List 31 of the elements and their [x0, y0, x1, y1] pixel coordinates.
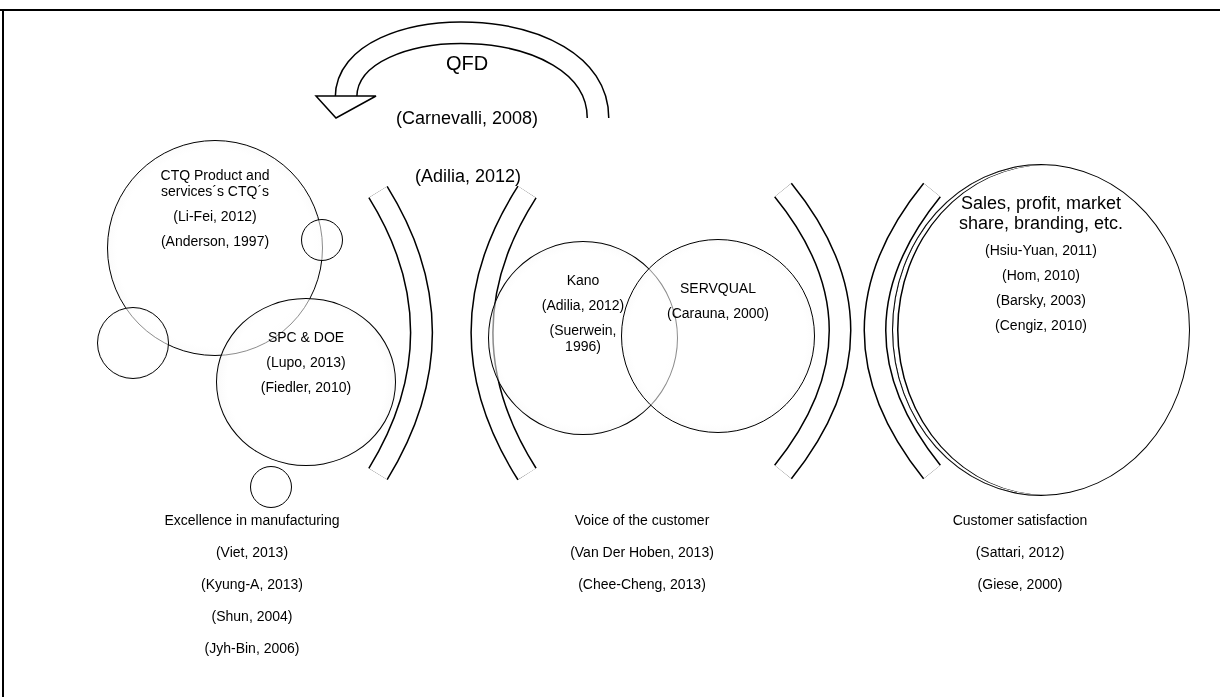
column-heading: Customer satisfaction — [952, 512, 1088, 528]
citation-text: (Chee-Cheng, 2013) — [578, 576, 706, 592]
topic-text: Kano — [566, 272, 600, 288]
citation-text: (Carauna, 2000) — [667, 305, 769, 321]
citation-text: (Fiedler, 2010) — [260, 379, 352, 395]
topic-text: CTQ Product and services´s CTQ´s — [159, 167, 271, 199]
citation-text: (Viet, 2013) — [215, 544, 289, 560]
citation-text: (Adilia, 2012) — [414, 166, 522, 187]
citation-text: (Shun, 2004) — [211, 608, 293, 624]
citation-text: (Hsiu-Yuan, 2011) — [985, 242, 1097, 258]
topic-text: SPC & DOE — [267, 329, 345, 345]
topic-text: SERVQUAL — [680, 280, 756, 296]
circle — [250, 466, 292, 508]
citation-text: (Adilia, 2012) — [541, 297, 625, 313]
topic-text: Sales, profit, market share, branding, etc. — [957, 193, 1125, 233]
arrow-label: QFD — [445, 52, 489, 75]
citation-text: (Anderson, 1997) — [160, 233, 270, 249]
citation-text: (Kyung-A, 2013) — [201, 576, 303, 592]
citation-text: (Suerwein, 1996) — [548, 322, 618, 354]
citation-text: (Cengiz, 2010) — [995, 317, 1087, 333]
citation-text: (Sattari, 2012) — [975, 544, 1065, 560]
citation-text: (Li-Fei, 2012) — [173, 208, 257, 224]
citation-text: (Jyh-Bin, 2006) — [204, 640, 300, 656]
column-heading: Voice of the customer — [574, 512, 710, 528]
citation-text: (Van Der Hoben, 2013) — [570, 544, 714, 560]
citation-text: (Giese, 2000) — [977, 576, 1063, 592]
citation-text: (Lupo, 2013) — [266, 354, 346, 370]
citation-text: (Carnevalli, 2008) — [395, 108, 539, 129]
citation-text: (Hom, 2010) — [1002, 267, 1080, 283]
circle — [301, 219, 343, 261]
citation-text: (Barsky, 2003) — [996, 292, 1086, 308]
